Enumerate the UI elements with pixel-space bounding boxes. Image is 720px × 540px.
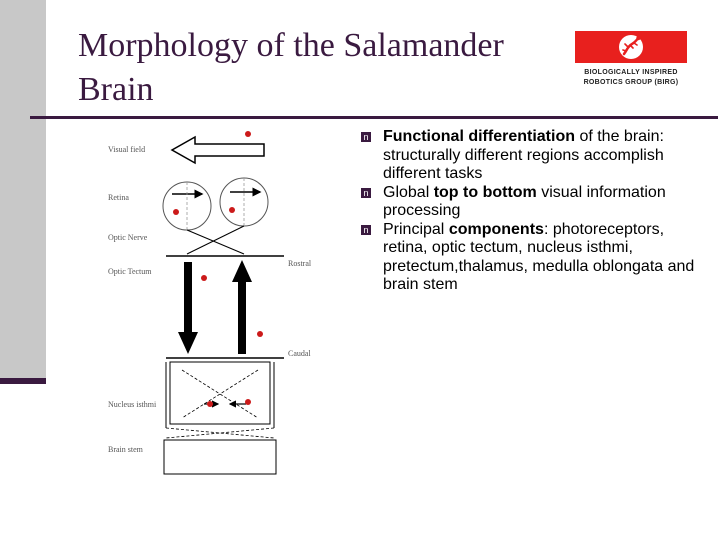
bullet-list: n Functional differentiation of the brai… [358, 128, 708, 295]
tectum-up-arrow [232, 260, 252, 354]
birg-logo: BIOLOGICALLY INSPIRED ROBOTICS GROUP (BI… [575, 31, 687, 93]
bullet-marker-icon: n [361, 187, 371, 198]
visual-field-arrow [170, 135, 265, 165]
label-optic-nerve: Optic Nerve [108, 233, 148, 242]
logo-text-line1: BIOLOGICALLY INSPIRED [584, 69, 678, 76]
bullet-pre: Principal [383, 220, 449, 238]
bullet-bold: Functional differentiation [383, 128, 575, 145]
bullet-bold: top to bottom [433, 183, 537, 201]
bullet-text: : photoreceptors, retina, optic tectum, … [383, 220, 695, 294]
label-visual-field: Visual field [108, 145, 146, 154]
slide-title: Morphology of the Salamander Brain [78, 27, 504, 108]
left-decor-bar [0, 0, 46, 382]
bullet-text: of the brain: structurally different reg… [383, 128, 664, 182]
label-retina: Retina [108, 193, 129, 202]
bullet-item: n Functional differentiation of the brai… [358, 128, 708, 184]
brain-diagram-drawing [162, 131, 284, 475]
label-rostral: Rostral [288, 259, 312, 268]
bullet-text: visual information processing [383, 183, 666, 220]
label-nucleus-isthmi: Nucleus isthmi [108, 400, 157, 409]
gecko-icon [619, 35, 643, 59]
brain-stem-box [163, 439, 277, 475]
label-optic-tectum: Optic Tectum [108, 267, 152, 276]
label-caudal: Caudal [288, 349, 311, 358]
left-decor-accent [0, 378, 46, 384]
brain-diagram: Visual field Retina Optic Nerve Optic Te… [100, 122, 330, 482]
tectum-down-arrow [178, 262, 198, 354]
title-divider [30, 116, 718, 119]
bullet-marker-icon: n [361, 132, 371, 142]
bullet-marker-icon: n [361, 224, 371, 235]
label-brain-stem: Brain stem [108, 445, 143, 454]
logo-text-line2: ROBOTICS GROUP (BIRG) [583, 79, 679, 86]
bullet-item: n Global top to bottom visual informatio… [358, 184, 708, 221]
bullet-pre: Global [383, 183, 434, 201]
bullet-bold: components [448, 220, 544, 238]
bullet-item: n Principal components: photoreceptors, … [358, 221, 708, 295]
